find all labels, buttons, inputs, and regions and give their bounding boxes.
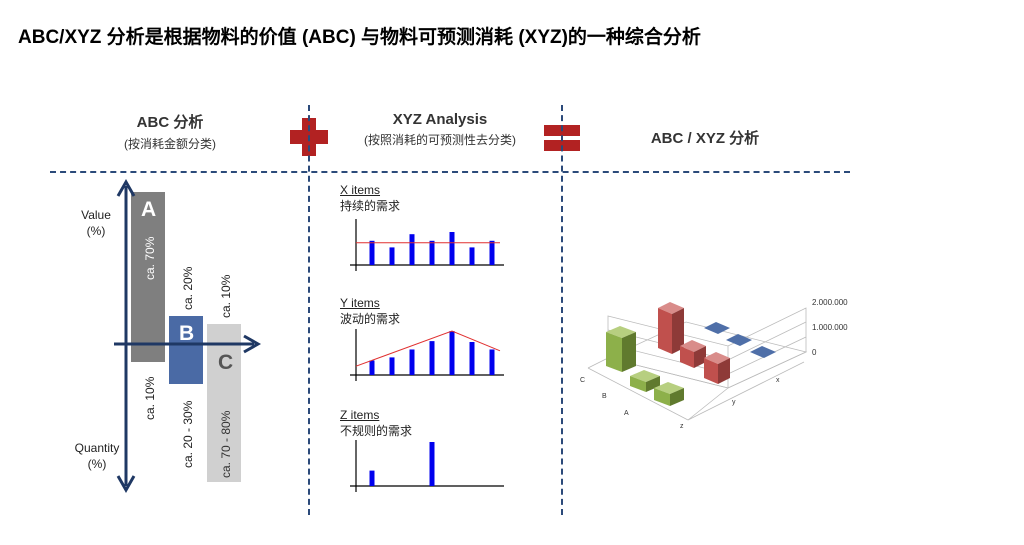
abc-letter-c: C (218, 351, 234, 374)
row-label-a: A (624, 410, 629, 417)
col-label-z: z (680, 423, 684, 430)
demand-bar (489, 240, 495, 265)
xyz-heading-block: XYZ Analysis (按照消耗的可预测性去分类) (340, 111, 540, 148)
bar3d-green-small-2 (654, 382, 684, 406)
xyz-subheading: (按照消耗的可预测性去分类) (364, 133, 516, 147)
bar3d-blue-3 (750, 346, 776, 358)
demand-bar (429, 240, 435, 265)
z-items-label: Z items 不规则的需求 (340, 408, 413, 438)
bar3d-blue-1 (704, 322, 730, 334)
abc-letter-b: B (179, 322, 195, 345)
abc-bar-c (207, 324, 241, 482)
row-label-c: C (580, 377, 585, 384)
bar3d-red-mid-1 (680, 340, 706, 368)
abc-axes (114, 178, 262, 494)
bar3d-red-tall (658, 302, 684, 354)
abc-subheading: (按消耗金额分类) (124, 137, 216, 151)
demand-bar (429, 341, 435, 375)
demand-bar (449, 331, 455, 375)
x-items-label: X items 持续的需求 (340, 183, 401, 213)
abc-xyz-3d-chart: 2.000.000 1.000.000 0 C B A x y z (580, 298, 848, 430)
demand-bar (369, 240, 375, 265)
z-items-chart (350, 440, 504, 492)
z-tick-0: 2.000.000 (812, 298, 848, 307)
demand-bar (409, 234, 415, 265)
demand-bar (469, 342, 475, 375)
quantity-axis-label: Quantity(%) (74, 441, 120, 471)
result-heading-block: ABC / XYZ 分析 (610, 127, 800, 148)
y-items-chart (350, 329, 504, 381)
col-label-x: x (776, 377, 780, 384)
result-heading: ABC / XYZ 分析 (650, 130, 760, 147)
abc-heading: ABC 分析 (136, 114, 204, 131)
y-items-label: Y items 波动的需求 (340, 296, 401, 326)
value-axis-label: Value(%) (81, 208, 111, 238)
xyz-heading: XYZ Analysis (392, 111, 488, 128)
demand-bar (469, 247, 475, 265)
abc-bar-a (131, 192, 165, 362)
vertical-divider-left (308, 105, 310, 515)
bar3d-red-mid-2 (704, 352, 730, 384)
bar3d-blue-2 (726, 334, 752, 346)
page-title: ABC/XYZ 分析是根据物料的价值 (ABC) 与物料可预测消耗 (XYZ)的… (18, 27, 701, 48)
demand-bar (389, 247, 395, 265)
horizontal-divider (50, 171, 850, 173)
demand-bar (409, 349, 415, 375)
row-label-b: B (602, 393, 607, 400)
demand-bar (489, 349, 495, 375)
z-tick-1: 1.000.000 (812, 323, 848, 332)
demand-bar (369, 470, 375, 486)
demand-bar (389, 357, 395, 375)
bar3d-green-tall (606, 326, 636, 372)
demand-bar (369, 360, 375, 375)
x-items-chart (350, 219, 504, 271)
col-label-y: y (732, 399, 736, 406)
abc-bar-b (169, 316, 203, 384)
bar3d-green-small-1 (630, 370, 660, 392)
demand-bar (449, 232, 455, 265)
abc-heading-block: ABC 分析 (按消耗金额分类) (90, 111, 250, 152)
vertical-divider-right (561, 105, 563, 515)
trend-line (355, 330, 501, 367)
demand-bar (429, 442, 435, 486)
z-tick-2: 0 (812, 348, 817, 357)
abc-letter-a: A (141, 198, 157, 221)
